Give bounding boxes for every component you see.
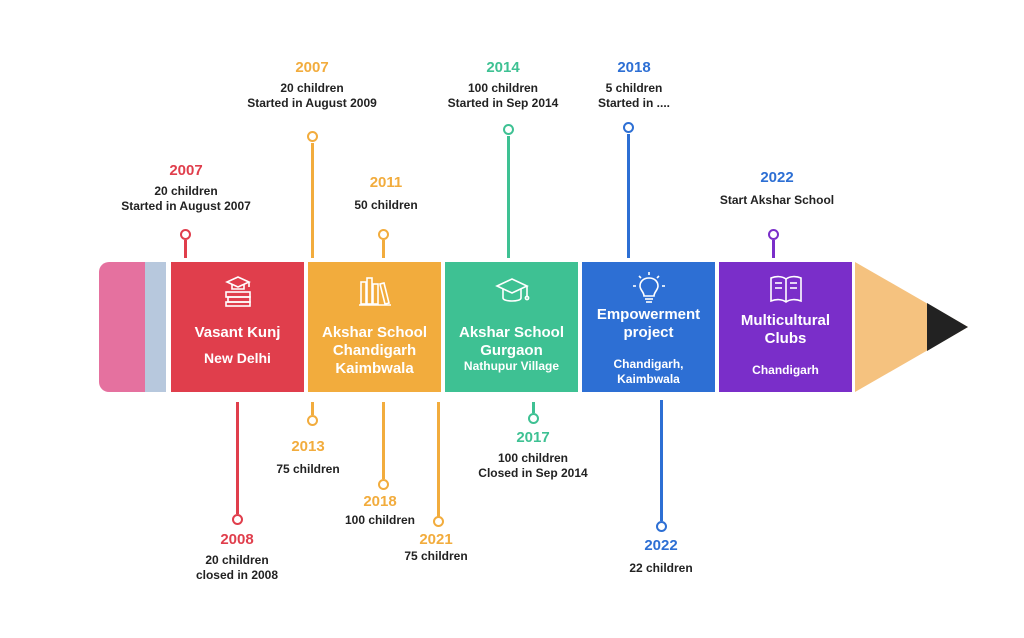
open-book-icon: [769, 275, 802, 303]
segment-subtitle: Chandigarh, Kaimbwala: [613, 357, 684, 386]
graduation-books-icon: [224, 276, 251, 307]
event-desc: 20 children Started in August 2007: [121, 184, 251, 213]
event-desc: 22 children: [629, 561, 693, 575]
books-icon: [358, 277, 391, 306]
timeline-dot: [232, 514, 243, 525]
event-bottom: 2022 22 children: [561, 537, 761, 576]
event-year: 2007: [295, 59, 329, 76]
event-bottom: 2017 100 children Closed in Sep 2014: [433, 429, 633, 481]
segment-title: Akshar School Chandigarh Kaimbwala: [321, 324, 428, 377]
event-year: 2011: [369, 174, 403, 191]
event-desc: 5 children Started in ....: [597, 81, 670, 110]
event-year: 2013: [291, 438, 325, 455]
event-desc: 100 children Started in Sep 2014: [447, 81, 559, 110]
segment-title: Multicultural Clubs: [740, 312, 831, 347]
timeline-dot: [307, 131, 318, 142]
event-top: 2007 20 children Started in August 2009: [212, 59, 412, 111]
timeline-dot: [503, 124, 514, 135]
event-top: 2018 5 children Started in ....: [534, 59, 734, 111]
event-bottom: 2021 75 children: [336, 531, 536, 564]
timeline-stem: [311, 402, 314, 415]
timeline-dot: [656, 521, 667, 532]
segment-multicultural: Multicultural Clubs Chandigarh: [719, 262, 852, 392]
event-top: 2014 100 children Started in Sep 2014: [403, 59, 603, 111]
timeline-dot: [307, 415, 318, 426]
event-top: 2007 20 children Started in August 2007: [86, 162, 286, 214]
event-year: 2017: [516, 429, 550, 446]
segment-akshar-gurgaon: Akshar School Gurgaon Nathupur Village: [445, 262, 578, 392]
pencil-eraser: [99, 262, 149, 392]
segment-akshar-chandigarh: Akshar School Chandigarh Kaimbwala: [308, 262, 441, 392]
event-top: 2022 Start Akshar School: [677, 169, 877, 208]
event-year: 2014: [486, 59, 520, 76]
lightbulb-icon: [632, 272, 665, 303]
timeline-dot: [378, 479, 389, 490]
event-desc: Start Akshar School: [719, 193, 835, 207]
timeline-stem: [437, 402, 440, 517]
pencil-band: [145, 262, 166, 392]
event-desc: 100 children: [344, 513, 416, 527]
event-bottom: 2008 20 children closed in 2008: [137, 531, 337, 583]
event-year: 2007: [169, 162, 203, 179]
segment-title: Empowerment project: [596, 306, 701, 341]
event-desc: 75 children: [404, 549, 468, 563]
segment-subtitle: Nathupur Village: [463, 359, 560, 373]
timeline-stem: [532, 402, 535, 413]
event-desc: 20 children Started in August 2009: [247, 81, 377, 110]
timeline-stem: [660, 400, 663, 521]
segment-vasant-kunj: Vasant Kunj New Delhi: [171, 262, 304, 392]
event-year: 2022: [644, 537, 678, 554]
event-desc: 20 children closed in 2008: [195, 553, 279, 582]
segment-subtitle: New Delhi: [204, 350, 271, 366]
timeline-dot: [180, 229, 191, 240]
timeline-stem: [236, 402, 239, 514]
timeline-stem: [772, 240, 775, 258]
event-year: 2021: [419, 531, 453, 548]
segment-title: Vasant Kunj: [194, 324, 281, 341]
timeline-dot: [623, 122, 634, 133]
timeline-stem: [311, 143, 314, 258]
timeline-stem: [184, 240, 187, 258]
event-desc: 50 children: [354, 198, 418, 212]
event-desc: 100 children Closed in Sep 2014: [478, 451, 588, 480]
segment-empowerment: Empowerment project Chandigarh, Kaimbwal…: [582, 262, 715, 392]
event-top: 2011 50 children: [286, 174, 486, 213]
event-bottom: 2018 100 children: [280, 493, 480, 528]
event-year: 2008: [220, 531, 254, 548]
timeline-dot: [528, 413, 539, 424]
timeline-stem: [382, 240, 385, 258]
event-bottom: 2013 75 children: [208, 438, 408, 477]
timeline-stem: [382, 402, 385, 479]
timeline-dot: [378, 229, 389, 240]
graduation-cap-icon: [494, 278, 529, 302]
event-year: 2018: [617, 59, 651, 76]
event-year: 2018: [363, 493, 397, 510]
segment-title: Akshar School Gurgaon: [458, 324, 565, 359]
timeline-dot: [768, 229, 779, 240]
timeline-dot: [433, 516, 444, 527]
timeline-stem: [627, 134, 630, 258]
pencil-tip: [855, 262, 968, 392]
event-desc: 75 children: [276, 462, 340, 476]
event-year: 2022: [760, 169, 794, 186]
segment-subtitle: Chandigarh: [752, 363, 819, 377]
timeline-stem: [507, 136, 510, 258]
